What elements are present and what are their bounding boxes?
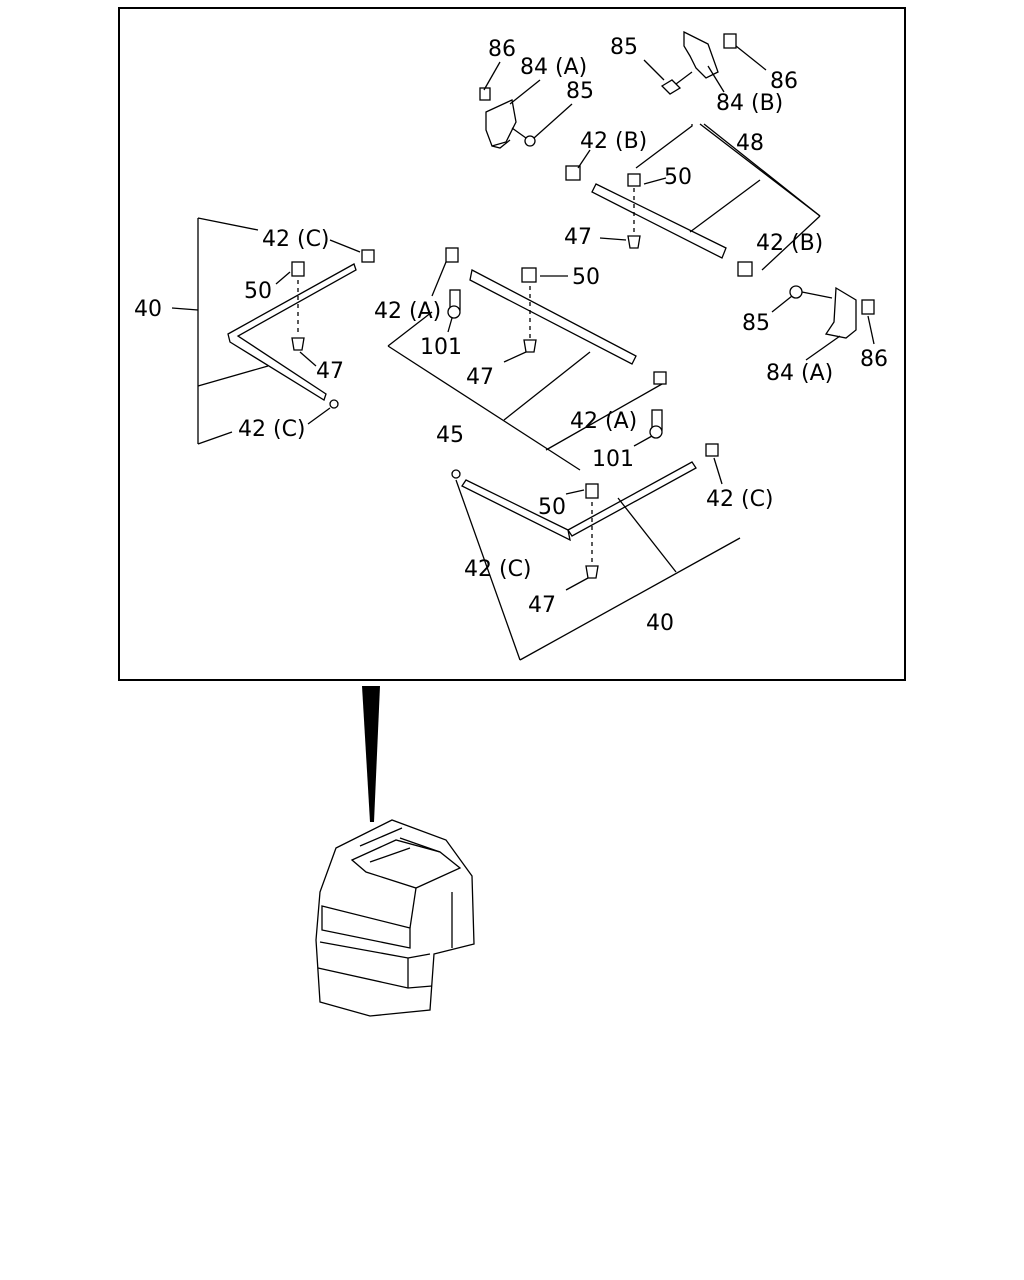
bracket-84b [660, 30, 737, 95]
label-50: 50 [664, 165, 692, 190]
label-47: 47 [528, 593, 556, 618]
label-50: 50 [572, 265, 600, 290]
rail-40-bottom [451, 443, 719, 579]
label-42c: 42 (C) [238, 417, 306, 442]
label-45: 45 [436, 423, 464, 448]
pointer-wedge [362, 686, 380, 822]
label-42a: 42 (A) [374, 299, 441, 324]
label-40: 40 [646, 611, 674, 636]
leaders-rail-45 [387, 261, 663, 471]
leaders-top-right [643, 45, 767, 93]
label-86: 86 [488, 37, 516, 62]
bracket-84a-right [789, 285, 875, 339]
label-101: 101 [420, 335, 462, 360]
label-42a: 42 (A) [570, 409, 637, 434]
rail-48 [565, 165, 753, 277]
label-84a: 84 (A) [766, 361, 833, 386]
leaders-right-bracket [771, 295, 875, 361]
label-50: 50 [538, 495, 566, 520]
label-48: 48 [736, 131, 764, 156]
label-50: 50 [244, 279, 272, 304]
label-85: 85 [610, 35, 638, 60]
label-42b: 42 (B) [580, 129, 647, 154]
detail-frame [118, 7, 906, 681]
leaders-rail-40-left [171, 217, 361, 445]
leaders-rail-48 [577, 123, 821, 271]
label-42c: 42 (C) [706, 487, 774, 512]
label-86: 86 [770, 69, 798, 94]
label-86: 86 [860, 347, 888, 372]
label-42c: 42 (C) [464, 557, 532, 582]
truck-cab-icon [315, 819, 475, 1017]
label-101: 101 [592, 447, 634, 472]
label-84a: 84 (A) [520, 55, 587, 80]
bracket-84a-top [479, 87, 536, 149]
leaders-top-center [483, 61, 573, 139]
label-85: 85 [742, 311, 770, 336]
rail-40-left [227, 249, 375, 409]
label-84b: 84 (B) [716, 91, 783, 116]
label-40: 40 [134, 297, 162, 322]
label-47: 47 [466, 365, 494, 390]
label-42c: 42 (C) [262, 227, 330, 252]
rail-45 [445, 247, 667, 439]
leaders-rail-40-bottom [455, 457, 741, 661]
label-42b: 42 (B) [756, 231, 823, 256]
label-47: 47 [316, 359, 344, 384]
label-85: 85 [566, 79, 594, 104]
label-47: 47 [564, 225, 592, 250]
